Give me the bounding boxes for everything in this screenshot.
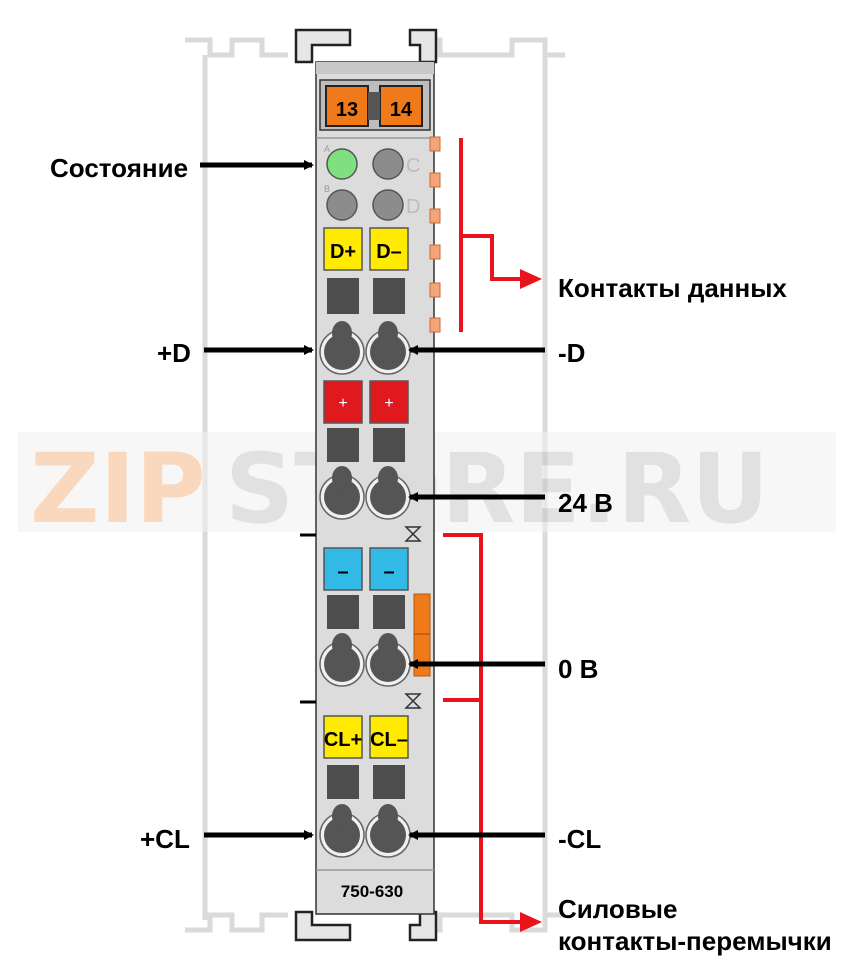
clamp-group-data: D+ D–	[319, 227, 411, 375]
watermark-zip: ZIP	[30, 433, 206, 545]
clamp-group-24v: + +	[319, 380, 411, 520]
clamp-minus-right: –	[383, 561, 394, 583]
data-contacts-bracket	[459, 138, 528, 332]
data-contact-pins	[429, 136, 441, 333]
label-status: Состояние	[50, 153, 188, 183]
clamp-cl-plus: CL+	[324, 729, 362, 751]
terminal-module: 13 14 A C B D D+ D–	[294, 28, 441, 942]
led-b	[326, 189, 358, 221]
clamp-d-plus: D+	[330, 241, 356, 263]
clamp-minus-left: –	[337, 561, 348, 583]
connector-13: 13	[336, 99, 358, 121]
data-contacts-arrowhead	[520, 269, 542, 289]
connector-14: 14	[390, 99, 413, 121]
model-number: 750-630	[341, 882, 403, 901]
label-plus-d: +D	[157, 338, 191, 368]
led-d	[372, 189, 404, 221]
label-plus-cl: +CL	[140, 824, 190, 854]
watermark-store: STORE.RU	[225, 433, 769, 545]
power-contacts-bracket	[443, 533, 528, 924]
label-power-contacts-2: контакты-перемычки	[558, 926, 832, 956]
label-minus-cl: -CL	[558, 824, 601, 854]
status-led	[326, 148, 358, 180]
label-data-contacts: Контакты данных	[558, 273, 787, 303]
power-jumper-contact	[413, 593, 431, 677]
clamp-d-minus: D–	[376, 241, 402, 263]
led-c	[372, 148, 404, 180]
clamp-plus-right: +	[384, 395, 393, 412]
label-minus-d: -D	[558, 338, 585, 368]
clamp-plus-left: +	[338, 395, 347, 412]
clamp-group-0v: – –	[319, 547, 431, 687]
power-contacts-arrowhead	[520, 912, 542, 932]
callout-arrows	[200, 160, 545, 840]
clamp-group-cl: CL+ CL–	[319, 715, 411, 858]
label-24v: 24 В	[558, 488, 613, 518]
led-letter-a: A	[324, 144, 330, 154]
label-0v: 0 В	[558, 654, 598, 684]
led-letter-d: D	[406, 196, 420, 218]
label-power-contacts-1: Силовые	[558, 894, 677, 924]
led-letter-b: B	[324, 184, 330, 194]
led-letter-c: C	[406, 155, 420, 177]
clamp-cl-minus: CL–	[370, 729, 408, 751]
